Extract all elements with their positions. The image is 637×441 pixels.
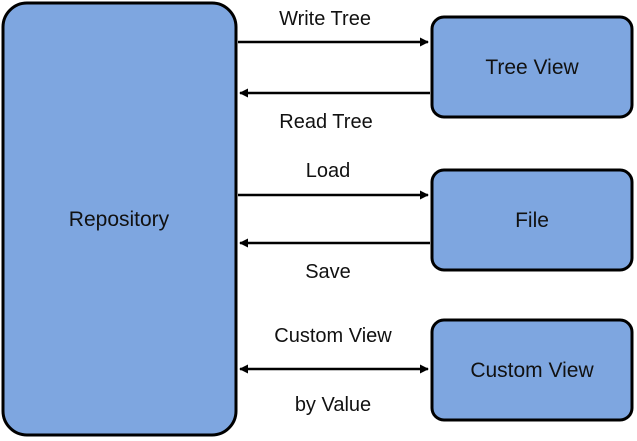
file-box	[430, 168, 634, 272]
save-label: Save	[305, 261, 351, 283]
custom-view-edge-label-bottom: by Value	[295, 394, 371, 416]
tree-view-box	[430, 15, 634, 119]
repository-box	[1, 1, 238, 437]
custom-view-label: Custom View	[470, 359, 594, 382]
repository-label: Repository	[69, 208, 170, 231]
file-label: File	[515, 209, 549, 232]
load-label: Load	[306, 160, 351, 182]
tree-view-label: Tree View	[485, 56, 579, 79]
custom-view-edge-label-top: Custom View	[274, 325, 392, 347]
custom-view-box	[430, 318, 634, 422]
read-tree-label: Read Tree	[279, 111, 372, 133]
write-tree-label: Write Tree	[279, 8, 371, 30]
